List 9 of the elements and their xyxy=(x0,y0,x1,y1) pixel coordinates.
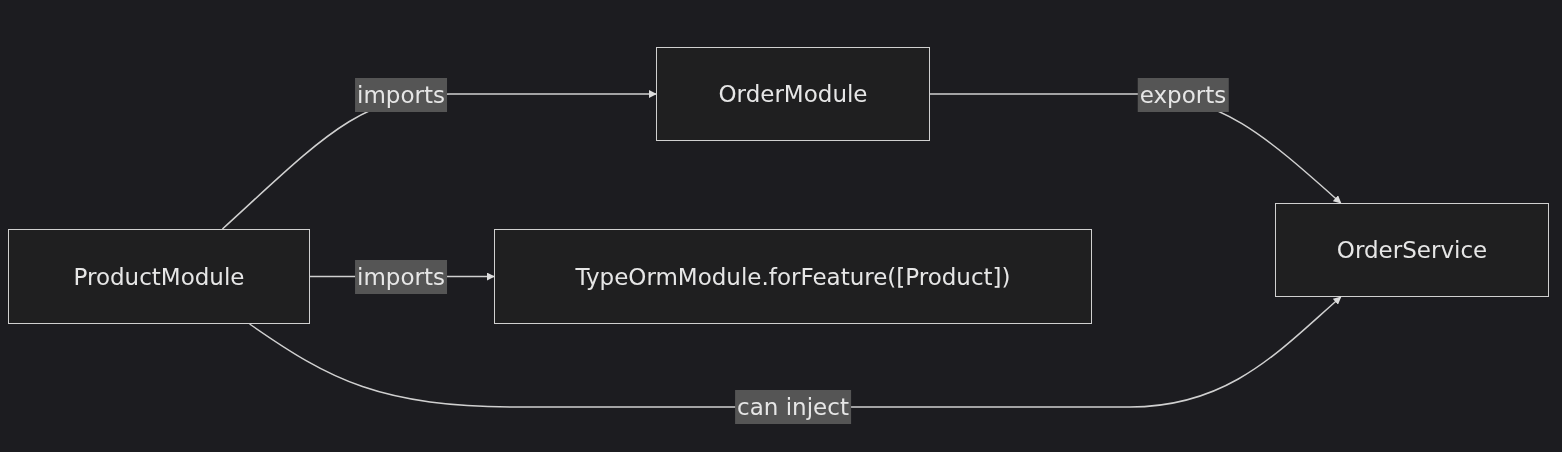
edge-label: can inject xyxy=(735,390,851,424)
module-box: OrderService xyxy=(1275,203,1549,297)
edge-label: exports xyxy=(1137,78,1229,112)
edge-label: imports xyxy=(355,260,447,294)
edge-label: imports xyxy=(355,78,447,112)
module-box: TypeOrmModule.forFeature([Product]) xyxy=(494,229,1092,324)
module-box: OrderModule xyxy=(656,47,930,141)
module-box: ProductModule xyxy=(8,229,310,324)
arrow xyxy=(248,296,1342,408)
